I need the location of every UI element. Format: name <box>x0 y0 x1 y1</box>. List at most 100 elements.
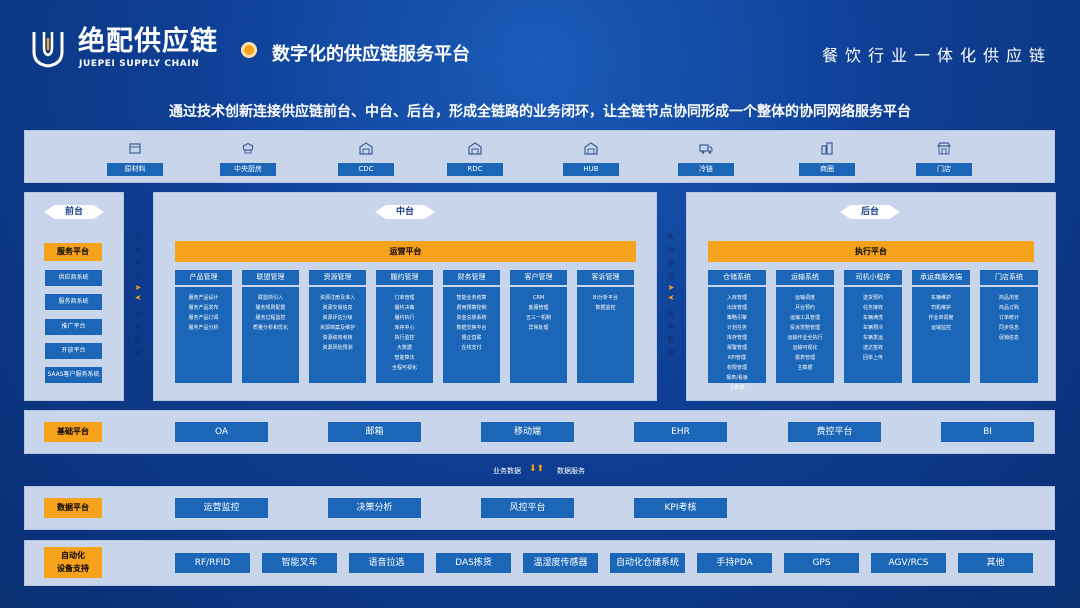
column-item[interactable]: 送货预约 <box>862 295 883 301</box>
column-item[interactable]: 银企直联 <box>461 335 482 341</box>
column-item[interactable]: 智能算法 <box>394 355 415 361</box>
column-item[interactable]: 履约执行 <box>394 315 415 321</box>
column-item[interactable]: 运输调度 <box>794 295 815 301</box>
column-item[interactable]: 月台预约 <box>794 305 815 311</box>
row-item[interactable]: 语音拉选 <box>349 553 424 573</box>
column-item[interactable]: 资源档案及维护 <box>319 325 355 331</box>
column-item[interactable]: 服务产品设计 <box>188 295 219 301</box>
column-item[interactable]: 送达签收 <box>862 345 883 351</box>
column-item[interactable]: 权限管理 <box>726 365 747 371</box>
column-item[interactable]: 商品浏览 <box>998 295 1019 301</box>
row-item[interactable]: AGV/RCS <box>871 553 946 573</box>
column-item[interactable]: 资金总账系统 <box>456 315 487 321</box>
column-item[interactable]: 五三一机制 <box>525 315 551 321</box>
row-item[interactable]: EHR <box>634 422 727 442</box>
column-item[interactable]: 运输监控 <box>930 325 951 331</box>
row-item[interactable]: 费控平台 <box>788 422 881 442</box>
row-item[interactable]: 温湿度传感器 <box>523 553 598 573</box>
column-item[interactable]: 资源交易信息 <box>322 305 353 311</box>
column-item[interactable]: 主数据 <box>797 365 813 371</box>
column-item[interactable]: 履约决策 <box>394 305 415 311</box>
column-item[interactable]: 投诉赏赔管理 <box>789 325 820 331</box>
column-item[interactable]: 运输工具管理 <box>789 315 820 321</box>
column-item[interactable]: 主数据 <box>729 385 745 391</box>
column-item[interactable]: 异常处理 <box>528 325 549 331</box>
column-item[interactable]: 资源绩效考核 <box>322 335 353 341</box>
column-item[interactable]: 订单统计 <box>998 315 1019 321</box>
row-item[interactable]: GPS <box>784 553 859 573</box>
column-item[interactable]: 费用预算控制 <box>456 305 487 311</box>
column-item[interactable]: 资源评估分级 <box>322 315 353 321</box>
column-item[interactable]: 库存中心 <box>394 325 415 331</box>
column-item[interactable]: 质量分析和优化 <box>252 325 288 331</box>
front-item[interactable]: 推广平台 <box>45 319 102 335</box>
column-item[interactable]: 报警管理 <box>726 345 747 351</box>
column-item[interactable]: 资源风险预测 <box>322 345 353 351</box>
front-item[interactable]: 供应商系统 <box>45 270 102 286</box>
column-item[interactable]: 回单上传 <box>862 355 883 361</box>
column-item[interactable]: 车辆维护 <box>930 295 951 301</box>
column-item[interactable]: 库存管理 <box>726 335 747 341</box>
logo-text-en: JUEPEI SUPPLY CHAIN <box>79 59 200 69</box>
column-item[interactable]: 任务接收 <box>862 305 883 311</box>
column-item[interactable]: 数据交换平台 <box>456 325 487 331</box>
column-item[interactable]: 执行监控 <box>394 335 415 341</box>
front-item[interactable]: 服务商系统 <box>45 294 102 310</box>
column-title: 资源管理 <box>309 270 366 285</box>
row-item[interactable]: 移动端 <box>481 422 574 442</box>
column-item[interactable]: CRM <box>532 295 545 301</box>
column-item[interactable]: 报表管理 <box>794 355 815 361</box>
row-item[interactable]: BI <box>941 422 1034 442</box>
row-item[interactable]: 运营监控 <box>175 498 268 518</box>
column-item[interactable]: 客服管理 <box>528 305 549 311</box>
column-item[interactable]: 司机维护 <box>930 305 951 311</box>
logo-icon <box>32 32 64 68</box>
column-item[interactable]: 在线支付 <box>461 345 482 351</box>
column-item[interactable]: 商品订购 <box>998 305 1019 311</box>
column-item[interactable]: 运输作业全执行 <box>787 335 823 341</box>
basic-platform-label: 基础平台 <box>44 422 102 442</box>
store-icon <box>937 142 951 155</box>
row-item[interactable]: OA <box>175 422 268 442</box>
row-item[interactable]: KPI考核 <box>634 498 727 518</box>
column-item[interactable]: 同步信息 <box>998 325 1019 331</box>
row-item[interactable]: 手持PDA <box>697 553 772 573</box>
row-item[interactable]: DAS拣货 <box>436 553 511 573</box>
column-item[interactable]: BI分析平台 <box>593 295 618 301</box>
front-item[interactable]: SAAS客户服务系统 <box>45 367 102 383</box>
column-item[interactable]: 运输可视化 <box>792 345 818 351</box>
column-item[interactable]: 大数据 <box>396 345 412 351</box>
column-item[interactable]: 作业单调度 <box>928 315 954 321</box>
row-item[interactable]: 风控平台 <box>481 498 574 518</box>
column-item[interactable]: 服务产品分析 <box>188 325 219 331</box>
front-item[interactable]: 开放平台 <box>45 343 102 359</box>
column-item[interactable]: 服务产品发布 <box>188 305 219 311</box>
row-item[interactable]: 决策分析 <box>328 498 421 518</box>
column-item[interactable]: KPI管理 <box>728 355 746 361</box>
row-item[interactable]: 其他 <box>958 553 1033 573</box>
column-item[interactable]: 服务产品订阅 <box>188 315 219 321</box>
column-body: BI分析平台数据监控 <box>577 287 634 383</box>
column-body: 服务产品设计服务产品发布服务产品订阅服务产品分析 <box>175 287 232 383</box>
column-item[interactable]: 入库管理 <box>726 295 747 301</box>
column-item[interactable]: 资源注册及准入 <box>319 295 355 301</box>
column-item[interactable]: 车辆预冷 <box>862 325 883 331</box>
column-item[interactable]: 联盟商引入 <box>257 295 283 301</box>
column-item[interactable]: 数据监控 <box>595 305 616 311</box>
column-item[interactable]: 计划任务 <box>726 325 747 331</box>
row-item[interactable]: 自动化仓储系统 <box>610 553 685 573</box>
column-item[interactable]: 服务过程监控 <box>255 315 286 321</box>
column-item[interactable]: 车辆发运 <box>862 335 883 341</box>
column-item[interactable]: 智能业务结算 <box>456 295 487 301</box>
row-item[interactable]: RF/RFID <box>175 553 250 573</box>
column-item[interactable]: 订单管理 <box>394 295 415 301</box>
column-item[interactable]: 报表/看板 <box>726 375 748 381</box>
row-item[interactable]: 邮箱 <box>328 422 421 442</box>
column-item[interactable]: 出库管理 <box>726 305 747 311</box>
column-item[interactable]: 全程可视化 <box>391 365 417 371</box>
column-item[interactable]: 策略引擎 <box>726 315 747 321</box>
column-item[interactable]: 促销信息 <box>998 335 1019 341</box>
column-item[interactable]: 服务规则配置 <box>255 305 286 311</box>
row-item[interactable]: 智能叉车 <box>262 553 337 573</box>
column-item[interactable]: 车辆满洗 <box>862 315 883 321</box>
